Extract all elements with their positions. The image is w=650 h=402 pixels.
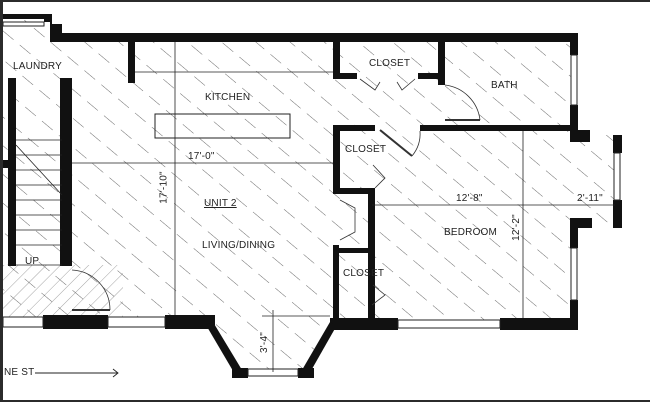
dimension-bedroom-bay: 2'-11" <box>577 193 603 204</box>
room-label-bedroom: BEDROOM <box>444 227 498 238</box>
dimension-bedroom-depth: 12'-2" <box>510 214 522 241</box>
street-arrow <box>35 368 119 378</box>
dimension-living-bay: 3'-4" <box>258 332 270 353</box>
dimension-lines <box>72 42 615 372</box>
dimension-living-depth: 17'-10" <box>158 171 170 204</box>
street-label: NE ST <box>4 367 35 378</box>
stair-up-label: UP <box>25 256 40 267</box>
unit-label: UNIT 2 <box>204 198 237 209</box>
room-label-closet: CLOSET <box>369 58 411 69</box>
room-label-bath: BATH <box>491 80 518 91</box>
walls <box>0 14 622 378</box>
room-label-living-dining: LIVING/DINING <box>202 240 276 251</box>
doors <box>71 78 481 311</box>
room-label-laundry: LAUNDRY <box>13 61 63 72</box>
room-label-kitchen: KITCHEN <box>205 92 251 103</box>
kitchen-island <box>154 113 291 139</box>
room-label-closet: CLOSET <box>343 268 385 279</box>
room-label-closet: CLOSET <box>345 144 387 155</box>
dimension-bedroom-width: 12'-8" <box>456 193 483 204</box>
dimension-living-width: 17'-0" <box>188 151 215 162</box>
stairs <box>15 139 63 266</box>
windows <box>2 21 621 377</box>
